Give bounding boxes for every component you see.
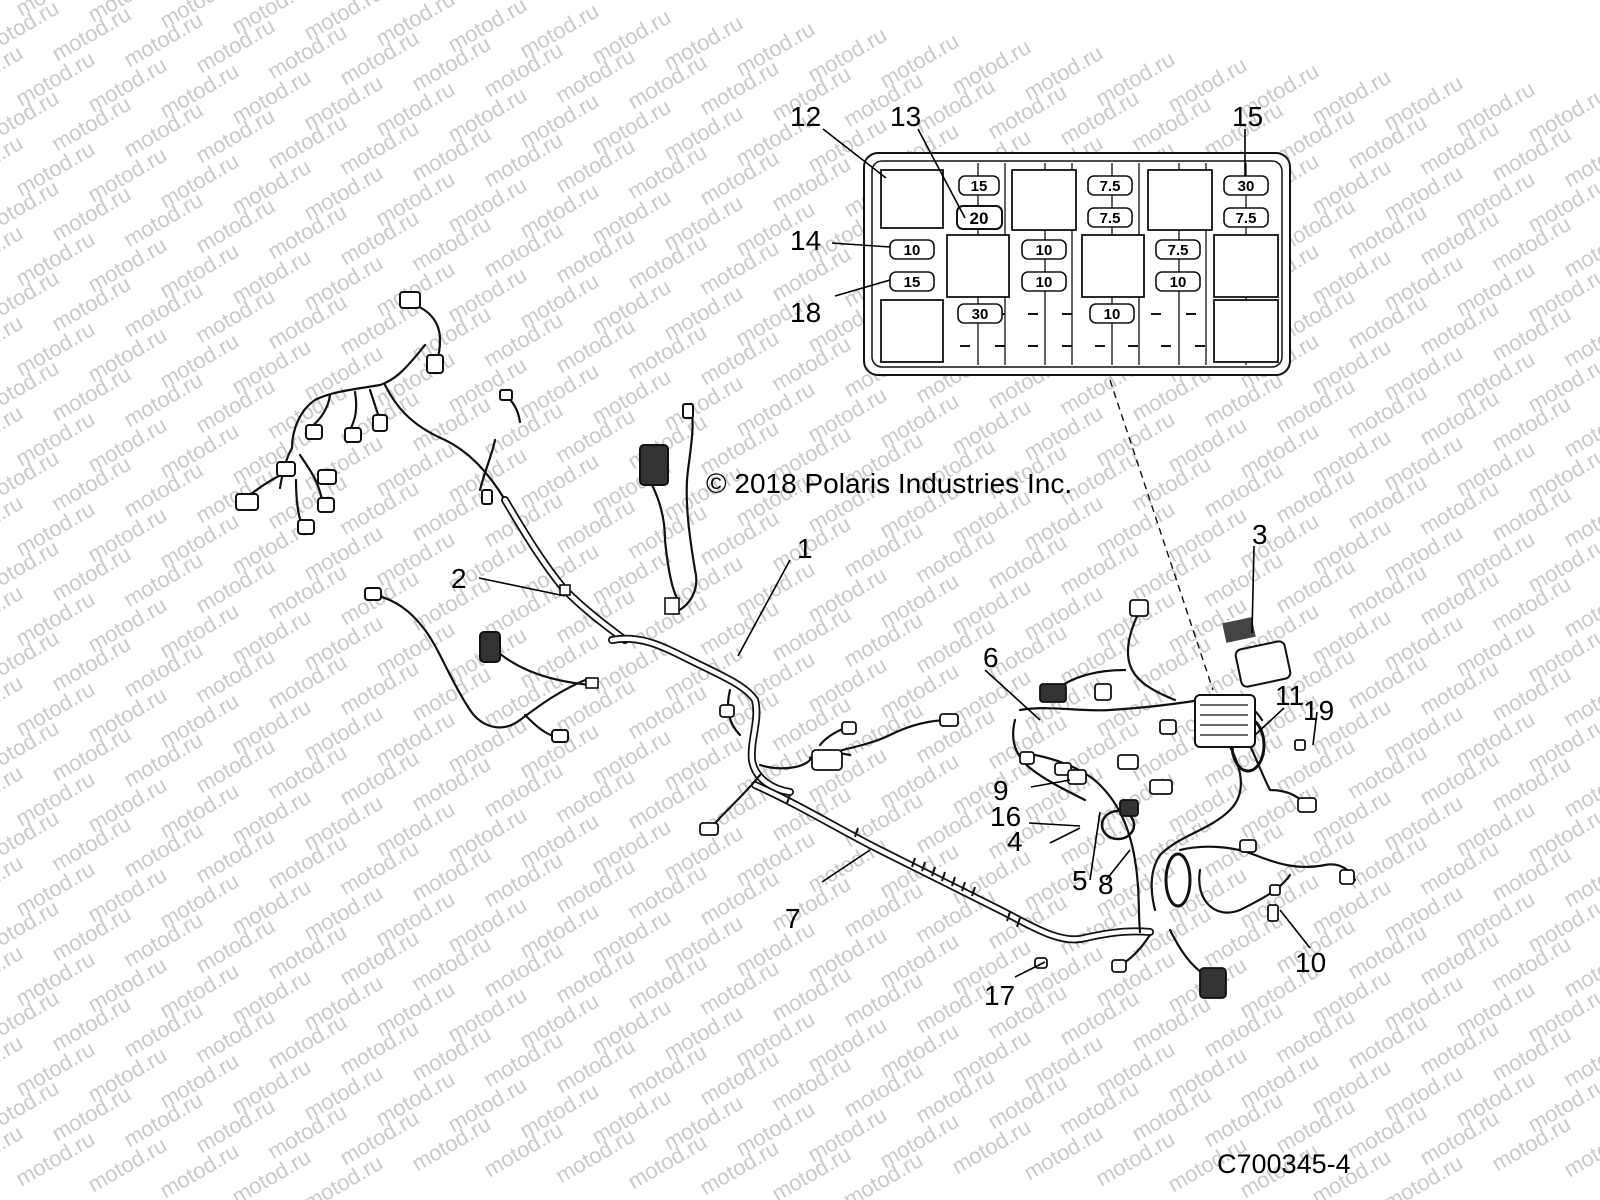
fuse-rating: 10 — [1036, 274, 1053, 291]
fuse-item: 20 — [956, 205, 1003, 230]
fuse-item: 7.5 — [1155, 239, 1201, 260]
callout-5: 5 — [1072, 865, 1088, 896]
front-harness — [235, 291, 698, 743]
fuse-box-inset: 15 20 7.5 7.5 30 7.5 10 10 7.5 15 10 10 … — [863, 152, 1291, 691]
callout-18: 18 — [790, 297, 821, 328]
fuse-item: 7.5 — [1223, 207, 1269, 228]
callout-10: 10 — [1295, 947, 1326, 978]
fuse-rating: 10 — [1036, 242, 1053, 259]
callout-6: 6 — [983, 642, 999, 673]
fuse-item: 30 — [1223, 175, 1269, 196]
inset-link-line — [1109, 379, 1214, 691]
fuse-item: 10 — [1155, 271, 1201, 292]
relay-blocks — [880, 169, 1279, 363]
relay-12 — [880, 169, 944, 229]
fuse-rating: 7.5 — [1168, 242, 1189, 259]
fuse-item: 15 — [889, 271, 935, 292]
fuse-item: 10 — [1021, 271, 1067, 292]
fuse-box-inner — [871, 160, 1283, 368]
fuse-item: 15 — [958, 175, 1000, 196]
fuse-rating: 10 — [1104, 306, 1121, 323]
fuse-item: 7.5 — [1087, 207, 1133, 228]
leader-lines — [478, 128, 1318, 978]
fuse-rating: 20 — [970, 209, 989, 228]
connector-group-main — [699, 704, 959, 836]
fuse-rating: 15 — [904, 274, 921, 291]
fuse-rating: 7.5 — [1100, 178, 1121, 195]
grommet-8 — [1100, 809, 1136, 841]
connector-group-rear — [1019, 599, 1355, 999]
callout-9: 9 — [993, 775, 1009, 806]
copyright-notice: © 2018 Polaris Industries Inc. — [706, 468, 1072, 499]
callout-16: 16 — [990, 801, 1021, 832]
callout-3: 3 — [1252, 519, 1268, 550]
figure-id: C700345-4 — [1217, 1149, 1351, 1179]
fuse-rating: 30 — [972, 306, 989, 323]
fuse-rating: 10 — [1170, 274, 1187, 291]
fuse-rating: 15 — [971, 178, 988, 195]
callout-2: 2 — [451, 563, 467, 594]
fuse-rating: 7.5 — [1236, 210, 1257, 227]
fuse-slots: 15 20 7.5 7.5 30 7.5 10 10 7.5 15 10 10 … — [889, 175, 1269, 324]
callout-14: 14 — [790, 225, 821, 256]
fuse-rating: 30 — [1238, 178, 1255, 195]
fuse-item: 7.5 — [1087, 175, 1133, 196]
harness-bands — [786, 794, 1021, 928]
fuse-item: 30 — [957, 303, 1003, 324]
callout-19: 19 — [1303, 695, 1334, 726]
fuse-rating: 10 — [904, 242, 921, 259]
callout-numbers: 1 2 3 4 5 6 7 8 9 10 11 12 13 14 15 16 1… — [451, 101, 1334, 1011]
main-harness — [608, 634, 1154, 944]
callout-7: 7 — [785, 903, 801, 934]
fuse-rating: 7.5 — [1100, 210, 1121, 227]
fuse-item: 10 — [889, 239, 935, 260]
connector-group-front — [235, 291, 694, 743]
callout-4: 4 — [1007, 826, 1023, 857]
fuse-item: 10 — [1089, 303, 1135, 324]
callout-13: 13 — [890, 101, 921, 132]
rear-harness — [1012, 599, 1357, 999]
callout-1: 1 — [797, 533, 813, 564]
fuse-item: 10 — [1021, 239, 1067, 260]
callout-12: 12 — [790, 101, 821, 132]
callout-11: 11 — [1275, 680, 1304, 711]
callout-17: 17 — [984, 980, 1015, 1011]
fuse-box-cover-3 — [1222, 617, 1292, 688]
callout-15: 15 — [1232, 101, 1263, 132]
fuse-box-on-harness — [1194, 694, 1256, 748]
callout-8: 8 — [1098, 869, 1114, 900]
